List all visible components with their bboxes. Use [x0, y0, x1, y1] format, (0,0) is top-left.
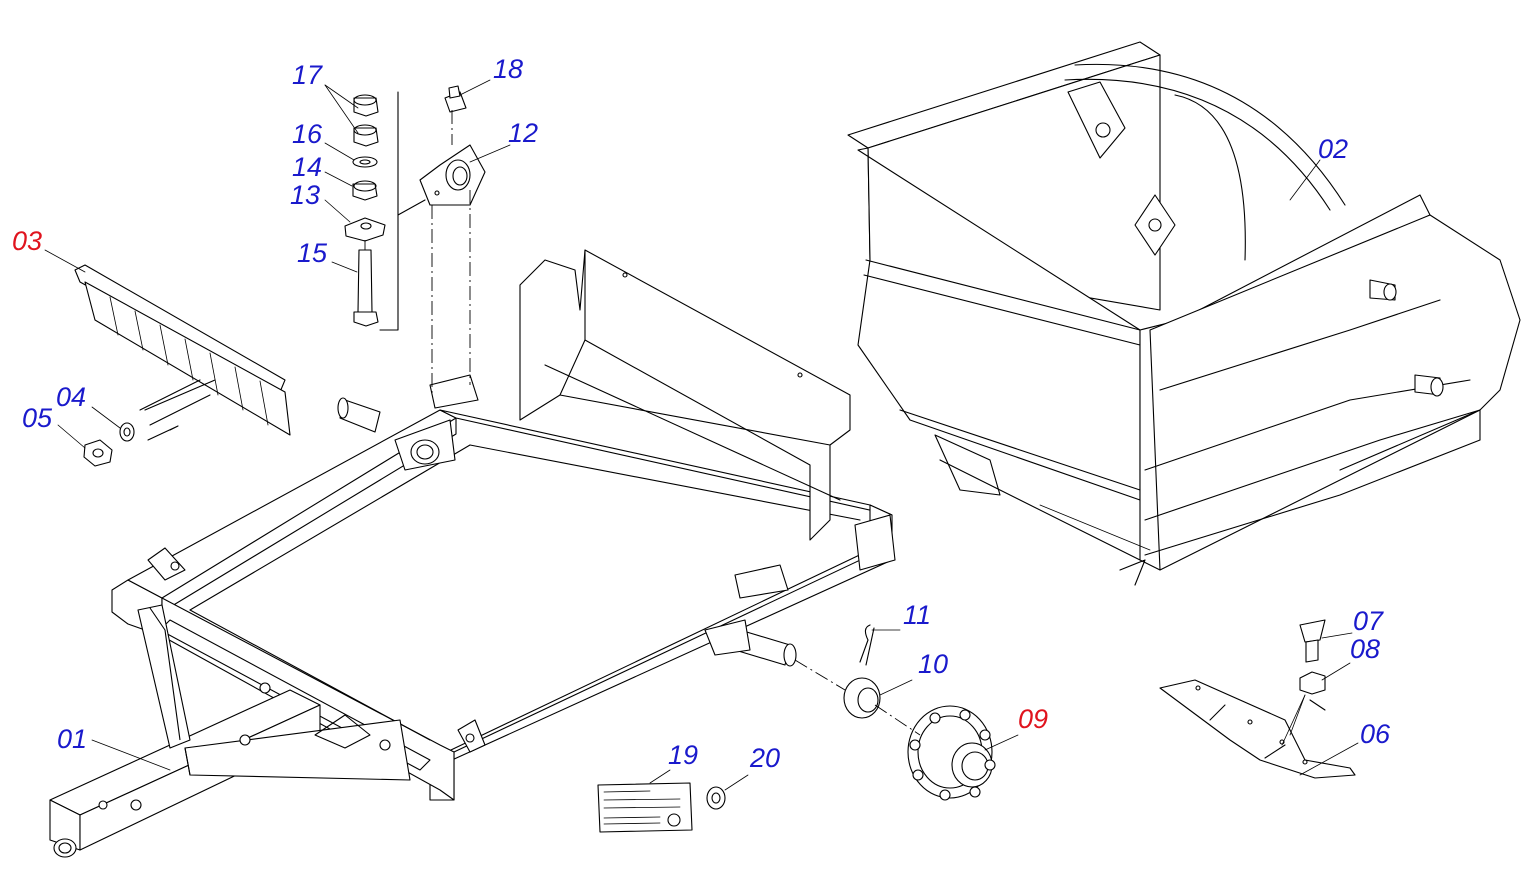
- label-11: 11: [903, 600, 931, 630]
- cotter-pin-part-11: [859, 624, 875, 666]
- label-13: 13: [290, 180, 320, 210]
- label-18: 18: [493, 54, 523, 84]
- wheel-hub-part-09: [907, 705, 996, 801]
- label-04: 04: [56, 382, 86, 412]
- label-05: 05: [22, 403, 53, 433]
- castle-nut-part-10: [843, 677, 881, 719]
- washer-part-04: [119, 422, 135, 442]
- label-19: 19: [668, 740, 698, 770]
- bolt-part-07: [1299, 619, 1326, 663]
- label-14: 14: [292, 152, 322, 182]
- label-15: 15: [297, 238, 328, 268]
- label-07: 07: [1353, 606, 1384, 636]
- label-10: 10: [918, 649, 948, 679]
- label-01: 01: [57, 724, 87, 754]
- tooth-bar-part-03: [74, 264, 291, 436]
- washer-part-16: [352, 156, 378, 168]
- scraper-bucket-part-02: [847, 41, 1521, 586]
- frame-part-01: [49, 249, 896, 858]
- label-20: 20: [749, 743, 780, 773]
- label-08: 08: [1350, 634, 1380, 664]
- label-12: 12: [508, 118, 538, 148]
- label-16: 16: [292, 119, 323, 149]
- label-17: 17: [292, 60, 323, 90]
- part-labels: 01 02 03 04 05 06 07 08 09 10 11 12 13 1…: [12, 54, 1391, 773]
- blade-part-06: [1159, 679, 1356, 779]
- label-03: 03: [12, 226, 42, 256]
- rivet-part-20: [706, 786, 726, 810]
- nut-part-08: [1299, 671, 1326, 695]
- nut-part-14: [352, 180, 378, 201]
- grease-nipple-part-18: [444, 85, 467, 113]
- label-09: 09: [1018, 704, 1048, 734]
- bolt-part-15: [353, 249, 379, 327]
- nut-pair-part-17: [353, 94, 379, 147]
- bearing-block-part-12: [419, 144, 486, 206]
- assembly-centerlines: [144, 91, 1326, 736]
- leader-lines: [44, 79, 1359, 791]
- label-02: 02: [1318, 134, 1348, 164]
- plate-part-13: [344, 217, 386, 242]
- label-06: 06: [1360, 719, 1391, 749]
- nut-part-05: [83, 439, 113, 467]
- id-plate-part-19: [597, 782, 693, 833]
